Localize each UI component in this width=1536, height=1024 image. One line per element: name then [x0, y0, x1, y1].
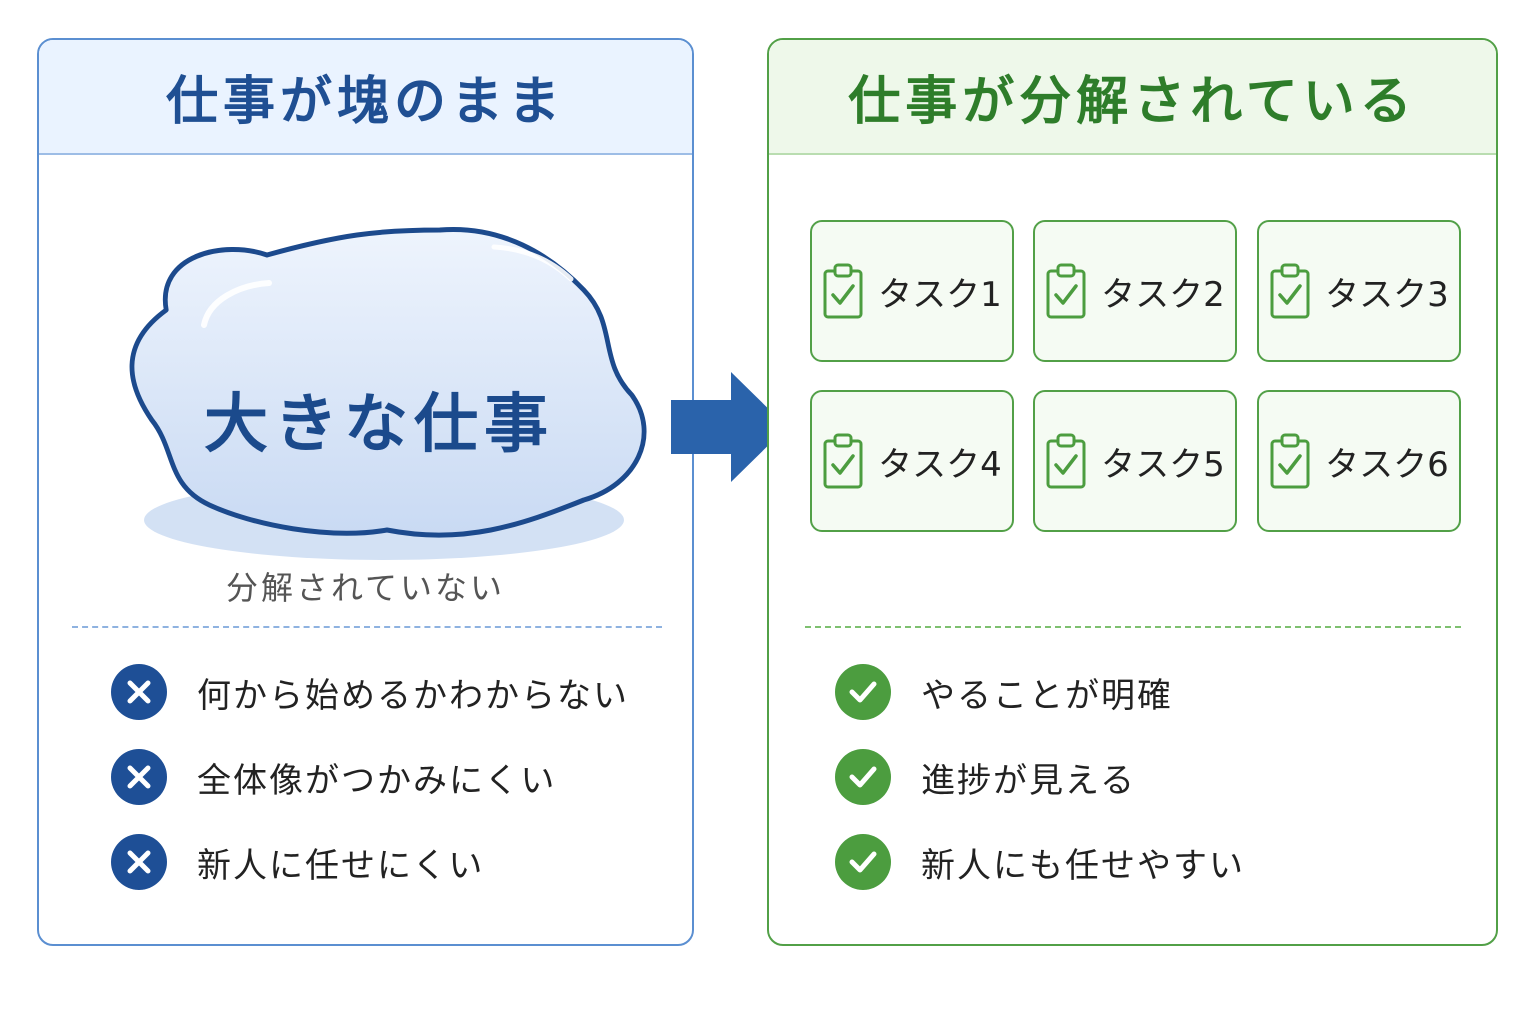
after-panel-title: 仕事が分解されている — [769, 40, 1496, 155]
big-work-blob: 大きな仕事 — [109, 185, 649, 575]
clipboard-check-icon — [823, 433, 863, 489]
problem-text: 新人に任せにくい — [197, 845, 485, 886]
benefit-text: 新人にも任せやすい — [921, 845, 1245, 886]
benefit-item: 進捗が見える — [835, 747, 1136, 807]
check-circle-icon — [835, 664, 891, 720]
right-divider — [805, 626, 1461, 628]
benefit-text: 進捗が見える — [921, 760, 1136, 801]
task-label: タスク1 — [878, 274, 1002, 315]
x-circle-icon — [111, 834, 167, 890]
before-panel-title: 仕事が塊のまま — [39, 40, 692, 155]
check-circle-icon — [835, 834, 891, 890]
before-panel: 仕事が塊のまま 大きな仕事 分解されていない 何から始めるかわからない — [37, 38, 694, 946]
task-card: タスク4 — [810, 390, 1014, 532]
x-circle-icon — [111, 749, 167, 805]
not-decomposed-caption: 分解されていない — [225, 569, 506, 607]
clipboard-check-icon — [1270, 433, 1310, 489]
right-arrow-icon — [671, 372, 787, 482]
problem-text: 全体像がつかみにくい — [197, 760, 557, 801]
blob-icon — [129, 226, 647, 560]
task-label: タスク3 — [1325, 274, 1449, 315]
task-card: タスク1 — [810, 220, 1014, 362]
problem-item: 新人に任せにくい — [111, 832, 484, 892]
task-card: タスク3 — [1257, 220, 1461, 362]
problem-item: 全体像がつかみにくい — [111, 747, 556, 807]
clipboard-check-icon — [823, 263, 863, 319]
task-card: タスク6 — [1257, 390, 1461, 532]
task-card: タスク5 — [1033, 390, 1237, 532]
clipboard-check-icon — [1046, 263, 1086, 319]
check-circle-icon — [835, 749, 891, 805]
x-circle-icon — [111, 664, 167, 720]
task-label: タスク6 — [1325, 444, 1449, 485]
benefit-text: やることが明確 — [921, 675, 1173, 716]
clipboard-check-icon — [1270, 263, 1310, 319]
problem-text: 何から始めるかわからない — [197, 675, 629, 716]
clipboard-check-icon — [1046, 433, 1086, 489]
task-label: タスク5 — [1101, 444, 1225, 485]
benefit-item: 新人にも任せやすい — [835, 832, 1245, 892]
task-label: タスク4 — [878, 444, 1002, 485]
left-divider — [72, 626, 662, 628]
problem-item: 何から始めるかわからない — [111, 662, 629, 722]
benefit-item: やることが明確 — [835, 662, 1173, 722]
big-work-label: 大きな仕事 — [204, 388, 554, 462]
after-panel: 仕事が分解されている タスク1 タスク2 タスク3 タスク4 — [767, 38, 1498, 946]
task-label: タスク2 — [1101, 274, 1225, 315]
task-card: タスク2 — [1033, 220, 1237, 362]
